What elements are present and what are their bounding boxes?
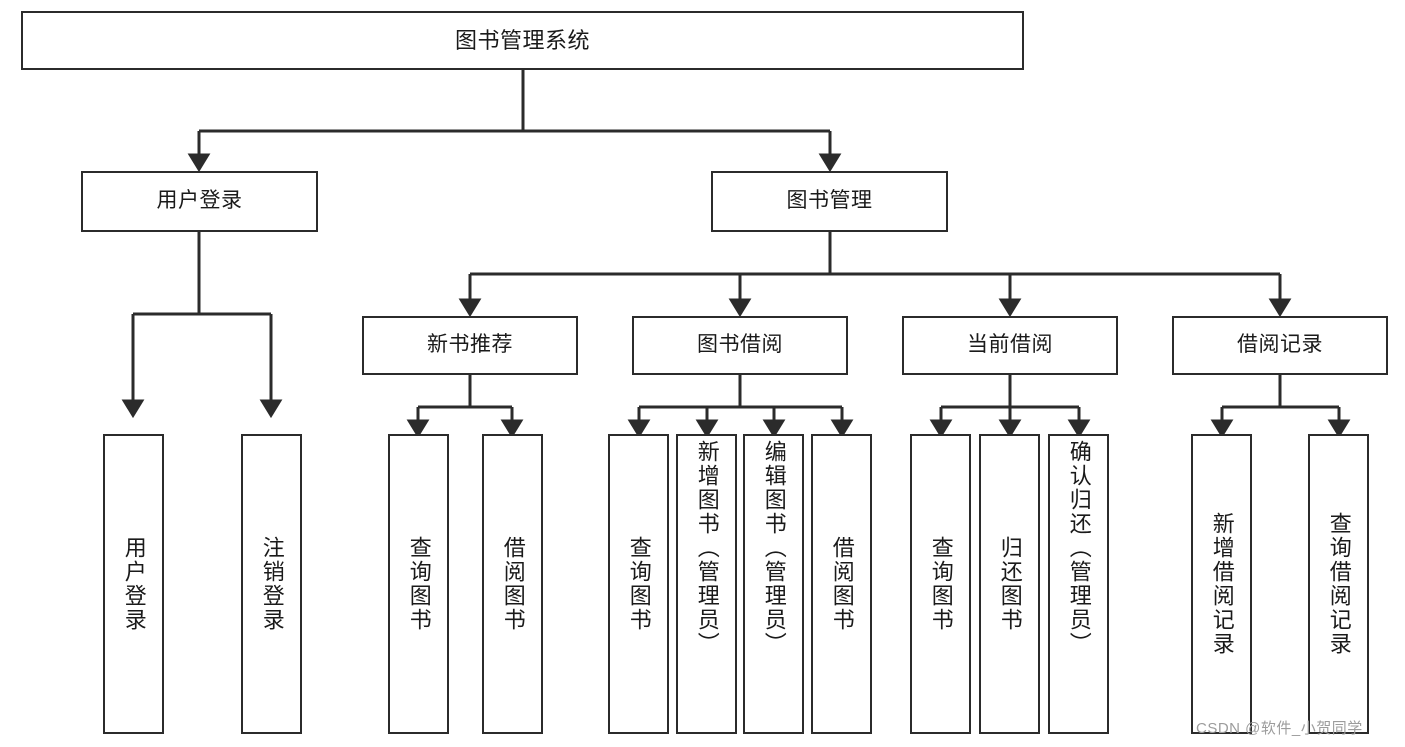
leaf-current-query-book-label: 查询图书 bbox=[928, 536, 954, 632]
node-borrow-record[interactable]: 借阅记录 bbox=[1172, 316, 1388, 375]
node-book-borrow-label: 图书借阅 bbox=[697, 333, 783, 357]
leaf-borrow-edit-book-admin[interactable]: 编辑图书（管理员） bbox=[743, 434, 804, 734]
leaf-current-return-book-label: 归还图书 bbox=[997, 536, 1023, 632]
leaf-borrow-do-borrow-book[interactable]: 借阅图书 bbox=[811, 434, 872, 734]
node-borrow-record-label: 借阅记录 bbox=[1237, 333, 1323, 357]
leaf-record-add-borrow-record[interactable]: 新增借阅记录 bbox=[1191, 434, 1252, 734]
leaf-logout[interactable]: 注销登录 bbox=[241, 434, 302, 734]
leaf-borrow-query-book-label: 查询图书 bbox=[626, 536, 652, 632]
node-book-borrow[interactable]: 图书借阅 bbox=[632, 316, 848, 375]
node-current-borrow[interactable]: 当前借阅 bbox=[902, 316, 1118, 375]
node-user-login-label: 用户登录 bbox=[156, 189, 243, 213]
leaf-user-login-label: 用户登录 bbox=[121, 536, 147, 632]
leaf-borrow-add-book-admin-label: 新增图书（管理员） bbox=[694, 440, 720, 656]
leaf-record-query-borrow-record-label: 查询借阅记录 bbox=[1326, 512, 1352, 656]
node-user-login[interactable]: 用户登录 bbox=[81, 171, 318, 232]
leaf-user-login[interactable]: 用户登录 bbox=[103, 434, 164, 734]
node-new-book-recommend[interactable]: 新书推荐 bbox=[362, 316, 578, 375]
leaf-current-confirm-return-admin-label: 确认归还（管理员） bbox=[1066, 440, 1092, 656]
node-root-label: 图书管理系统 bbox=[454, 27, 590, 53]
leaf-recommend-query-book[interactable]: 查询图书 bbox=[388, 434, 449, 734]
node-book-manage-label: 图书管理 bbox=[786, 189, 873, 213]
leaf-borrow-query-book[interactable]: 查询图书 bbox=[608, 434, 669, 734]
leaf-recommend-borrow-book[interactable]: 借阅图书 bbox=[482, 434, 543, 734]
leaf-current-confirm-return-admin[interactable]: 确认归还（管理员） bbox=[1048, 434, 1109, 734]
leaf-recommend-query-book-label: 查询图书 bbox=[406, 536, 432, 632]
leaf-record-query-borrow-record[interactable]: 查询借阅记录 bbox=[1308, 434, 1369, 734]
node-book-manage[interactable]: 图书管理 bbox=[711, 171, 948, 232]
leaf-record-add-borrow-record-label: 新增借阅记录 bbox=[1209, 512, 1235, 656]
leaf-current-return-book[interactable]: 归还图书 bbox=[979, 434, 1040, 734]
leaf-logout-label: 注销登录 bbox=[259, 536, 285, 632]
node-root[interactable]: 图书管理系统 bbox=[21, 11, 1024, 70]
leaf-borrow-do-borrow-book-label: 借阅图书 bbox=[829, 536, 855, 632]
node-new-book-recommend-label: 新书推荐 bbox=[427, 333, 513, 357]
leaf-recommend-borrow-book-label: 借阅图书 bbox=[500, 536, 526, 632]
csdn-watermark: CSDN @软件_小贺同学 bbox=[1196, 720, 1363, 737]
node-current-borrow-label: 当前借阅 bbox=[967, 333, 1053, 357]
leaf-current-query-book[interactable]: 查询图书 bbox=[910, 434, 971, 734]
leaf-borrow-edit-book-admin-label: 编辑图书（管理员） bbox=[761, 440, 787, 656]
leaf-borrow-add-book-admin[interactable]: 新增图书（管理员） bbox=[676, 434, 737, 734]
